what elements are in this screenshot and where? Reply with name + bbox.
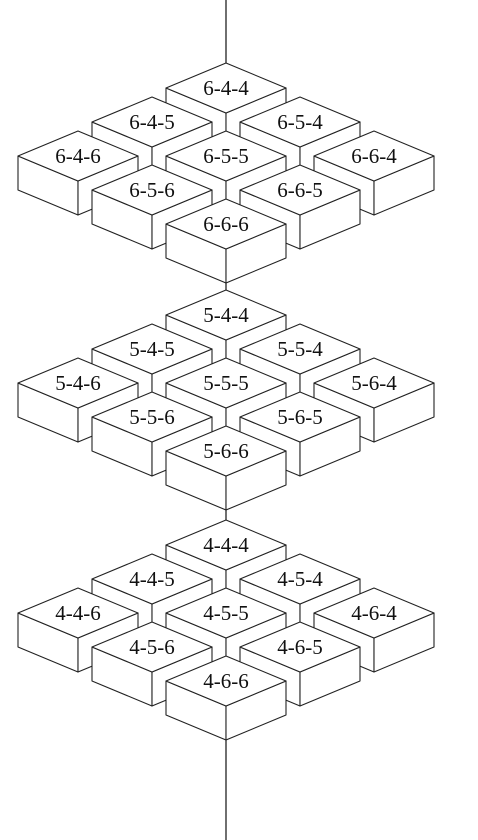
block-top-face	[91, 164, 213, 216]
block-top-face	[165, 130, 287, 182]
block-label: 4-6-4	[351, 601, 397, 625]
block-label: 5-5-5	[203, 371, 249, 395]
layer-6: 6-4-4 6-4-5 6-5-4 6-4-6 6-5-5 6-6-4 6-5-6 6-6-5…	[17, 62, 435, 284]
block-label: 6-4-6	[55, 144, 101, 168]
block-label: 4-5-5	[203, 601, 249, 625]
block-top-face	[239, 391, 361, 443]
block-top-face	[91, 323, 213, 375]
block-top-face	[239, 323, 361, 375]
block-label: 4-6-5	[277, 635, 323, 659]
block-top-face	[313, 587, 435, 639]
block-top-face	[165, 425, 287, 477]
block-label: 6-5-4	[277, 110, 323, 134]
block-label: 4-6-6	[203, 669, 249, 693]
block-label: 5-4-6	[55, 371, 101, 395]
block-label: 4-4-6	[55, 601, 101, 625]
block-label: 5-6-5	[277, 405, 323, 429]
block-6-6-6: 6-6-6	[165, 198, 287, 284]
block-label: 5-6-4	[351, 371, 397, 395]
block-label: 6-5-5	[203, 144, 249, 168]
block-label: 6-4-5	[129, 110, 175, 134]
block-top-face	[165, 357, 287, 409]
layer-4: 4-4-4 4-4-5 4-5-4 4-4-6 4-5-5 4-6-4 4-5-6 4-6-5…	[17, 519, 435, 741]
block-top-face	[165, 655, 287, 707]
block-label: 6-5-6	[129, 178, 175, 202]
block-top-face	[239, 553, 361, 605]
block-top-face	[165, 62, 287, 114]
block-label: 4-5-6	[129, 635, 175, 659]
block-top-face	[91, 96, 213, 148]
layers: 6-4-4 6-4-5 6-5-4 6-4-6 6-5-5 6-6-4 6-5-6 6-6-5…	[17, 62, 435, 741]
block-label: 6-6-6	[203, 212, 249, 236]
block-top-face	[91, 553, 213, 605]
block-top-face	[17, 587, 139, 639]
block-label: 5-4-4	[203, 303, 249, 327]
layer-5: 5-4-4 5-4-5 5-5-4 5-4-6 5-5-5 5-6-4 5-5-6 5-6-5…	[17, 289, 435, 511]
block-5-6-4: 5-6-4	[313, 357, 435, 443]
block-label: 4-5-4	[277, 567, 323, 591]
block-top-face	[239, 96, 361, 148]
block-top-face	[165, 519, 287, 571]
block-top-face	[17, 130, 139, 182]
block-label: 5-5-4	[277, 337, 323, 361]
block-top-face	[91, 621, 213, 673]
block-5-6-6: 5-6-6	[165, 425, 287, 511]
block-top-face	[17, 357, 139, 409]
block-label: 6-6-5	[277, 178, 323, 202]
block-top-face	[165, 289, 287, 341]
block-top-face	[91, 391, 213, 443]
block-label: 4-4-5	[129, 567, 175, 591]
block-label: 6-4-4	[203, 76, 249, 100]
block-top-face	[313, 357, 435, 409]
block-top-face	[239, 164, 361, 216]
block-top-face	[165, 198, 287, 250]
block-label: 4-4-4	[203, 533, 249, 557]
block-4-6-6: 4-6-6	[165, 655, 287, 741]
block-label: 5-5-6	[129, 405, 175, 429]
block-label: 6-6-4	[351, 144, 397, 168]
block-label: 5-4-5	[129, 337, 175, 361]
block-top-face	[239, 621, 361, 673]
block-top-face	[313, 130, 435, 182]
block-label: 5-6-6	[203, 439, 249, 463]
block-top-face	[165, 587, 287, 639]
